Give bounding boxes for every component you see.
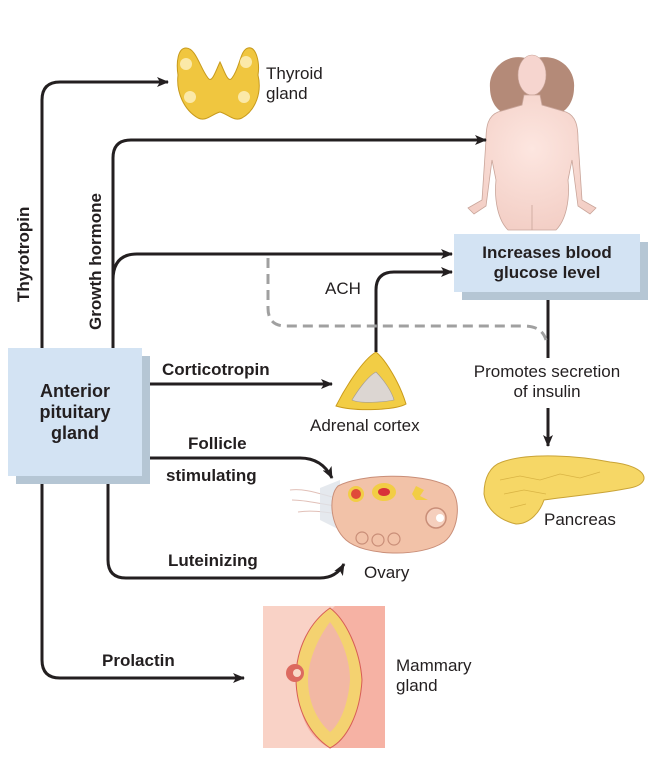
glucose-effect-box: Increases blood glucose level — [454, 234, 640, 292]
pancreas-illustration — [483, 455, 645, 525]
label-prolactin: Prolactin — [102, 651, 175, 670]
label-luteinizing: Luteinizing — [168, 551, 258, 570]
arrow-follicle-stimulating — [148, 456, 334, 479]
arrow-ach — [374, 267, 453, 352]
pituitary-line3: gland — [50, 422, 99, 443]
label-thyrotropin: Thyrotropin — [14, 206, 33, 302]
mammary-line1: Mammary — [396, 656, 472, 675]
label-ovary: Ovary — [364, 563, 410, 582]
label-ach: ACH — [325, 279, 361, 298]
label-pancreas: Pancreas — [544, 510, 616, 529]
mammary-gland-illustration — [263, 606, 385, 749]
ovary-illustration — [289, 475, 458, 554]
thyroid-gland-illustration — [176, 47, 260, 120]
anterior-pituitary-box: Anterior pituitary gland — [8, 348, 142, 476]
insulin-line1: Promotes secretion — [473, 362, 621, 381]
label-thyroid-gland: Thyroid gland — [266, 64, 323, 103]
label-mammary-gland: Mammary gland — [396, 656, 472, 695]
glucose-line2: glucose level — [493, 263, 601, 282]
arrow-luteinizing — [106, 484, 346, 580]
pituitary-line2: pituitary — [39, 401, 111, 422]
adrenal-cortex-illustration — [335, 351, 407, 411]
human-body-illustration — [467, 54, 597, 231]
insulin-line2: of insulin — [513, 381, 581, 401]
arrow-growth-hormone-body — [111, 135, 487, 348]
label-stimulating: stimulating — [166, 466, 257, 485]
mammary-line2: gland — [396, 675, 438, 695]
label-follicle: Follicle — [188, 434, 247, 453]
label-promotes-insulin: Promotes secretion of insulin — [454, 362, 640, 402]
label-growth-hormone: Growth hormone — [86, 193, 105, 330]
label-adrenal-cortex: Adrenal cortex — [310, 416, 420, 435]
arrow-growth-hormone-glucose — [111, 249, 453, 281]
glucose-line1: Increases blood — [482, 243, 612, 262]
arrow-prolactin — [40, 484, 245, 683]
arrows — [40, 77, 553, 683]
arrow-thyrotropin — [40, 77, 169, 348]
pituitary-line1: Anterior — [39, 380, 110, 401]
dashed-feedback-line — [266, 258, 548, 341]
thyroid-line1: Thyroid — [266, 64, 323, 83]
thyroid-line2: gland — [266, 83, 308, 103]
label-corticotropin: Corticotropin — [162, 360, 270, 379]
